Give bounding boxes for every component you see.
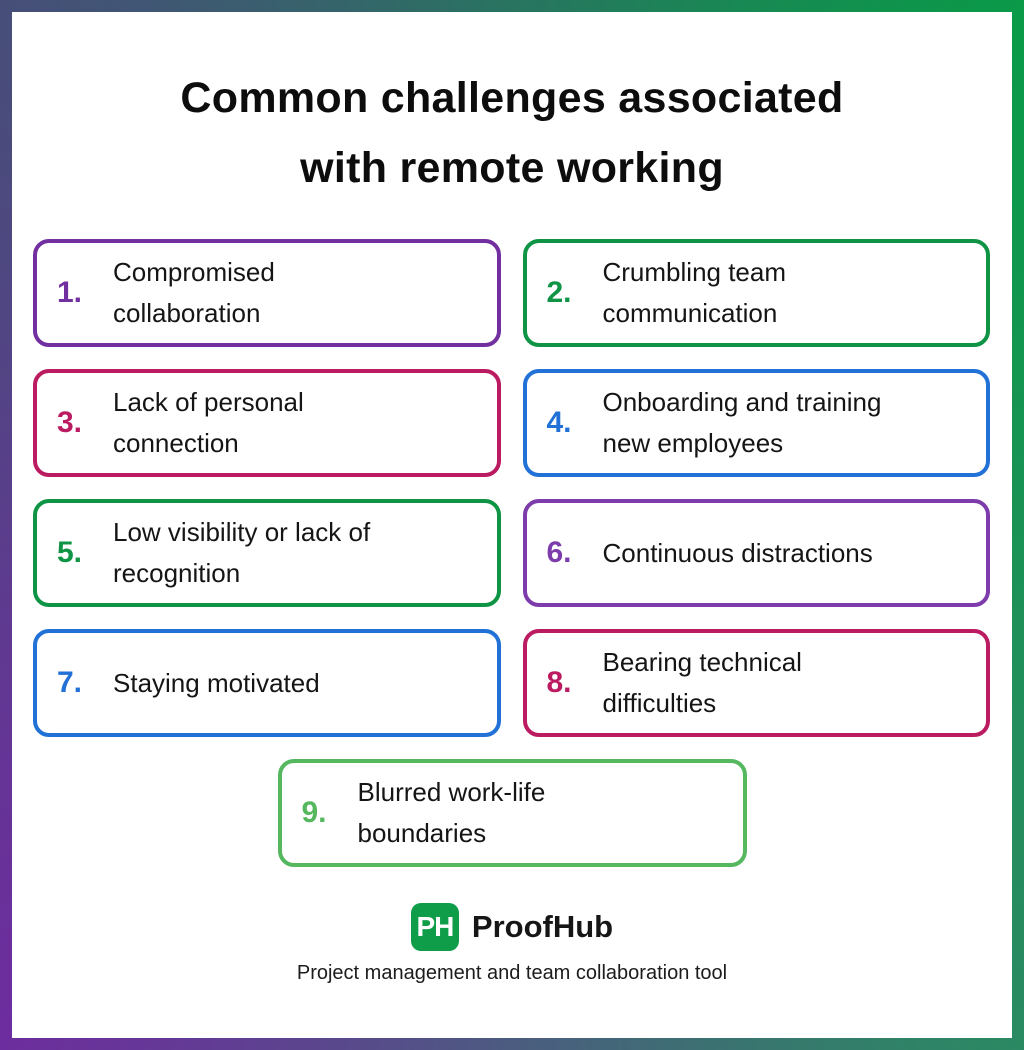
challenge-number: 3. [57,406,83,440]
title-line-1: Common challenges associated [180,74,844,122]
footer-tagline: Project management and team collaboratio… [296,962,728,985]
proofhub-logo-text: ProofHub [471,909,614,945]
challenge-label: Staying motivated [113,667,320,698]
proofhub-logo-icon: PH [410,903,459,952]
infographic-page: Common challenges associated with remote… [12,12,1012,1038]
title-line-2: with remote working [300,143,724,192]
challenge-number: 8. [546,666,572,700]
challenge-number: 4. [546,406,572,440]
challenge-card-7: 7. Staying motivated [33,629,501,738]
page-title: Common challenges associated with remote… [12,12,1012,203]
footer: PH ProofHub Project management and team … [12,903,1012,985]
challenge-number: 5. [57,536,83,570]
challenge-number: 9. [301,796,327,830]
challenge-number: 7. [57,666,83,700]
challenge-label: Continuous distractions [602,537,873,568]
challenge-number: 1. [57,276,83,310]
challenge-number: 2. [546,276,572,310]
challenge-card-6: 6. Continuous distractions [522,499,990,608]
challenge-number: 6. [546,536,572,570]
proofhub-logo: PH ProofHub [410,903,614,952]
